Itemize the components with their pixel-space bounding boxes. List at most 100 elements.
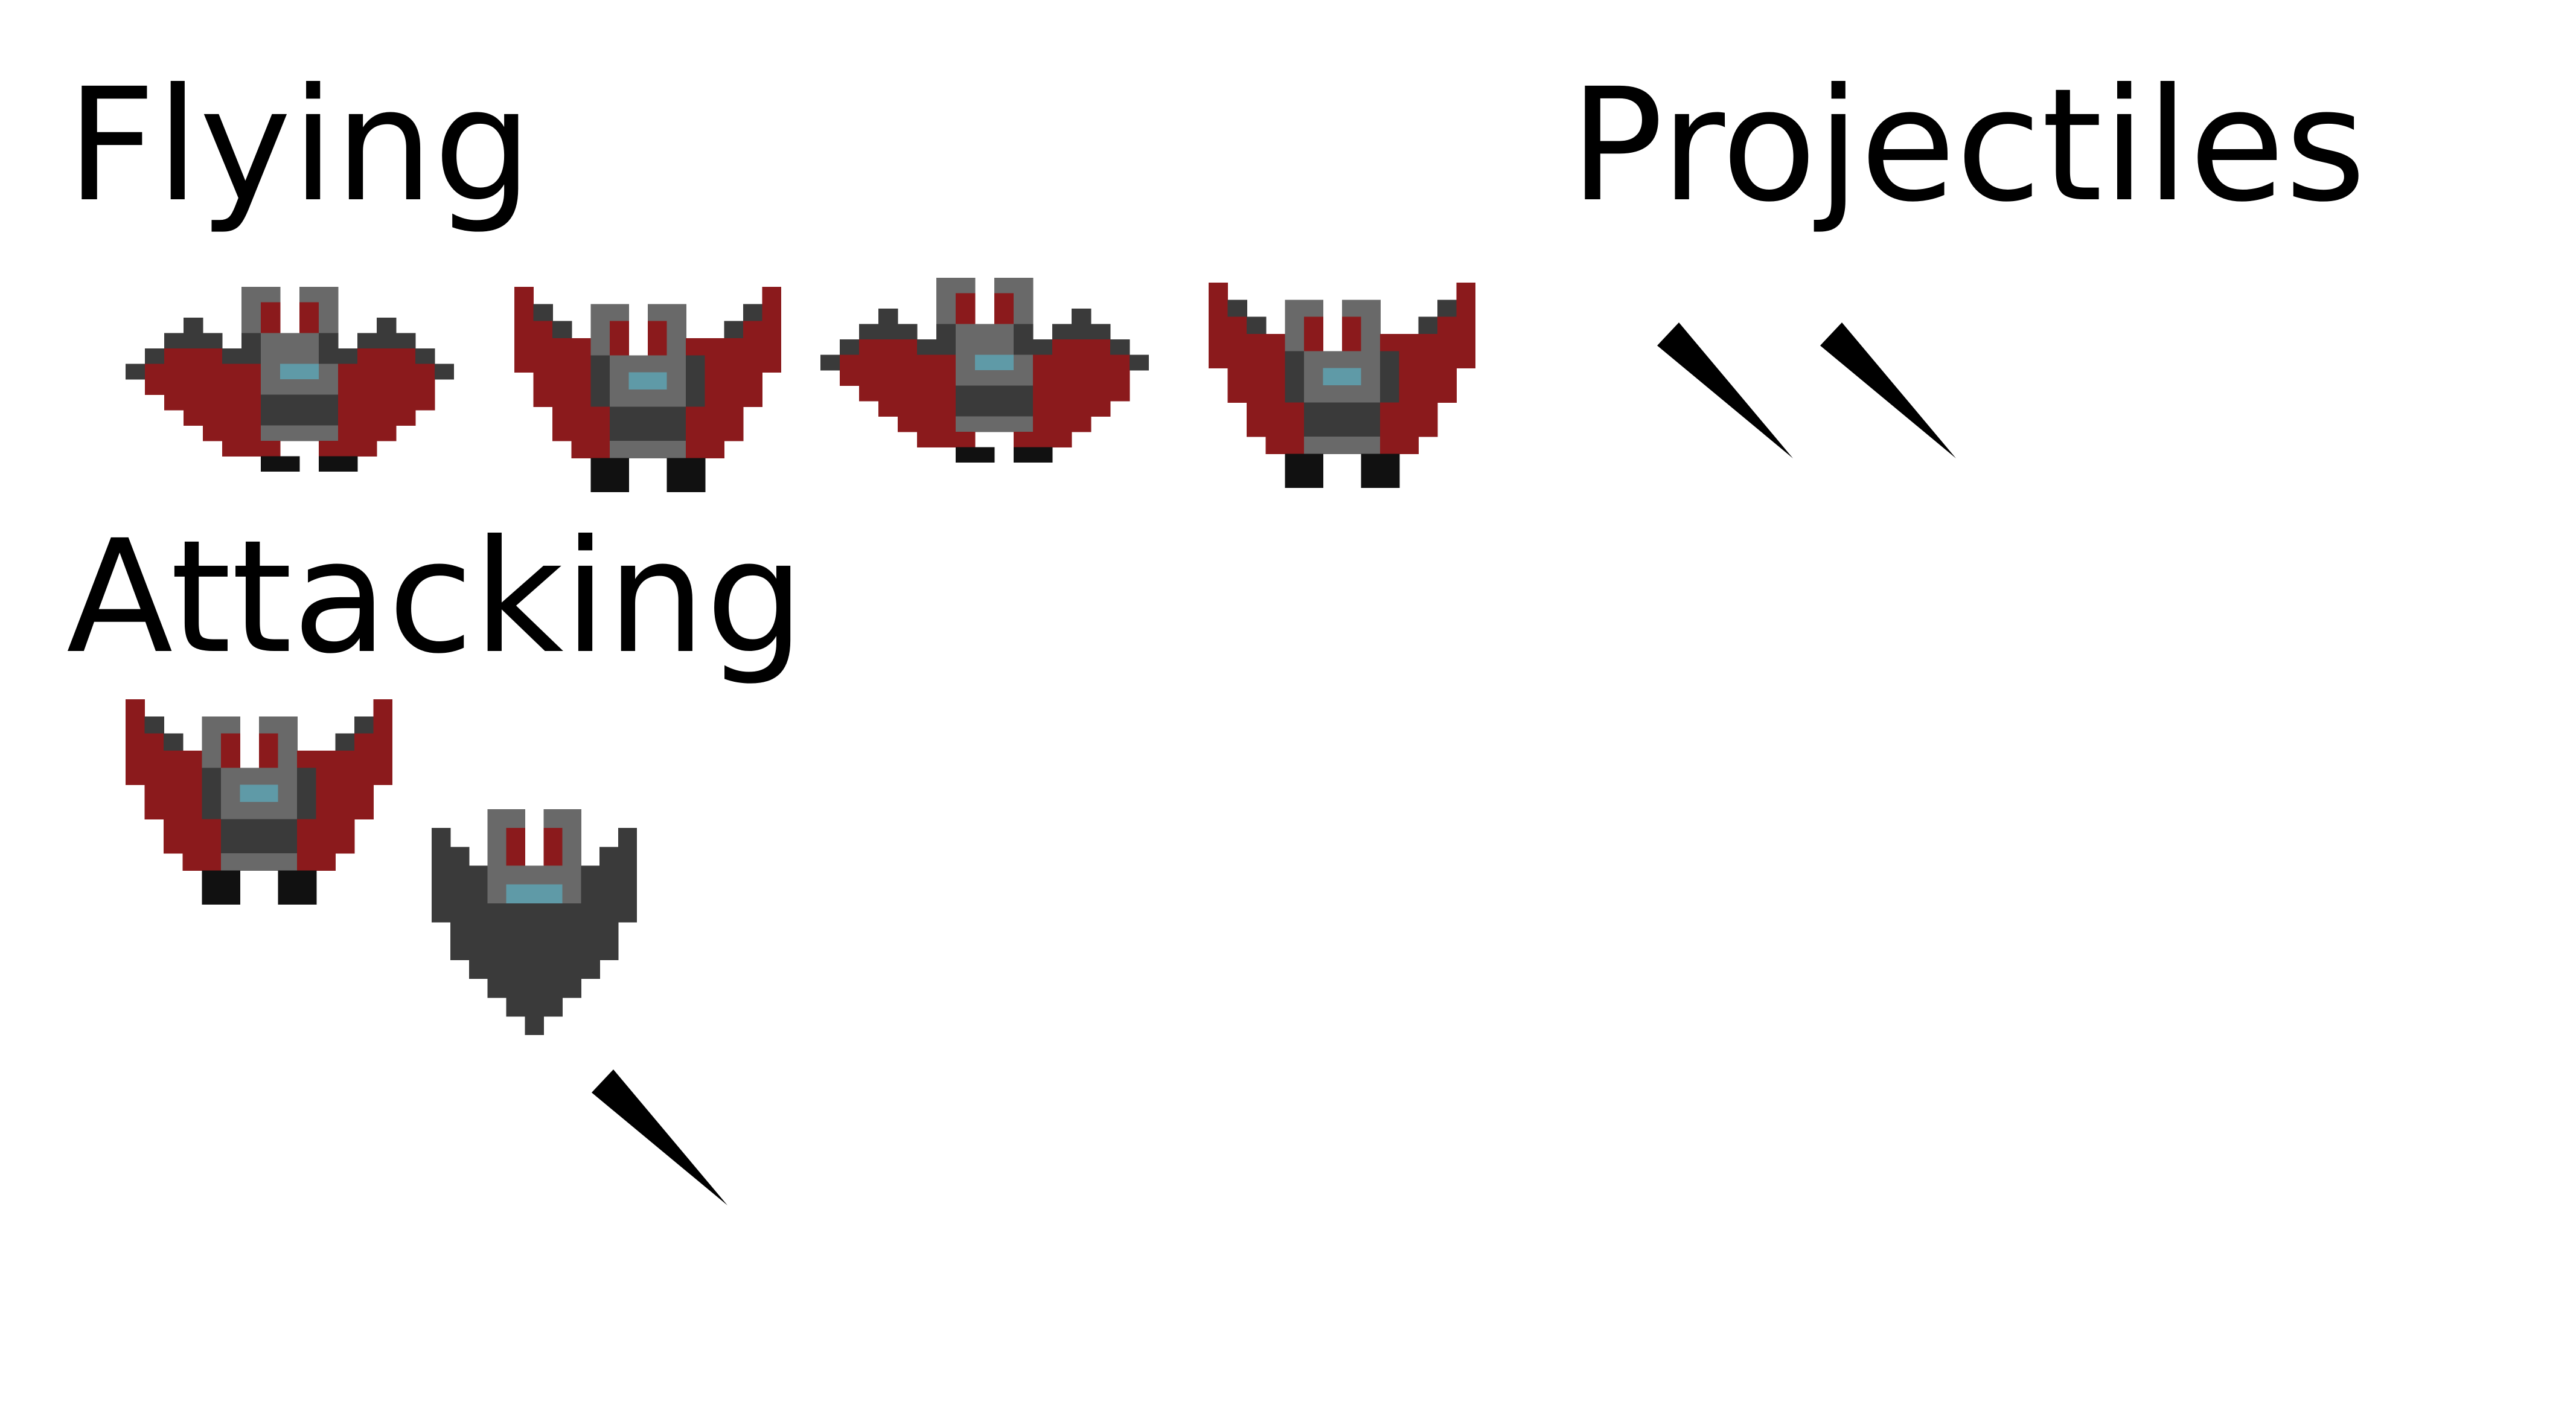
sprite-pixel xyxy=(666,475,686,492)
sprite-pixel xyxy=(335,836,355,854)
sprite-pixel xyxy=(468,922,488,941)
sprite-pixel xyxy=(299,425,319,441)
sprite-pixel xyxy=(335,784,355,803)
bat-attacking-frame-1 xyxy=(126,699,392,905)
sprite-pixel xyxy=(1323,368,1343,386)
sprite-pixel xyxy=(220,768,241,786)
sprite-pixel xyxy=(994,293,1014,309)
sprite-pixel xyxy=(450,903,470,923)
sprite-pixel xyxy=(1380,454,1400,472)
sprite-pixel xyxy=(743,355,763,373)
sprite-pixel xyxy=(762,304,781,322)
sprite-pixel xyxy=(705,423,724,441)
sprite-pixel xyxy=(525,922,545,941)
sprite-pixel xyxy=(220,870,241,888)
sprite-pixel xyxy=(487,865,507,885)
sprite-pixel xyxy=(724,389,744,407)
sprite-pixel xyxy=(1091,370,1111,386)
sprite-pixel xyxy=(609,304,630,322)
sprite-pixel xyxy=(261,287,281,303)
sprite-pixel xyxy=(316,836,336,854)
sprite-pixel xyxy=(898,370,918,386)
sprite-pixel xyxy=(222,394,242,411)
sprite-pixel xyxy=(319,410,339,426)
sprite-pixel xyxy=(581,884,600,904)
sprite-pixel xyxy=(1227,385,1247,403)
sprite-pixel xyxy=(1072,370,1091,386)
sprite-pixel xyxy=(144,733,164,751)
sprite-pixel xyxy=(1437,316,1457,335)
sprite-pixel xyxy=(590,389,610,407)
sprite-pixel xyxy=(316,853,336,871)
sprite-pixel xyxy=(182,853,202,871)
sprite-pixel xyxy=(1418,385,1438,403)
sprite-pixel xyxy=(335,733,355,751)
sprite-pixel xyxy=(1285,470,1305,488)
sprite-pixel xyxy=(666,458,686,476)
sprite-pixel xyxy=(562,922,581,941)
sprite-pixel xyxy=(1052,385,1072,402)
sprite-pixel xyxy=(240,853,260,871)
sprite-pixel xyxy=(164,768,184,786)
sprite-pixel xyxy=(450,847,470,867)
sprite-pixel xyxy=(1303,300,1324,318)
sprite-pixel xyxy=(956,401,976,417)
sprite-pixel xyxy=(599,922,619,941)
sprite-pixel xyxy=(1303,368,1324,386)
sprite-pixel xyxy=(628,423,648,441)
sprite-pixel xyxy=(202,836,222,854)
sprite-pixel xyxy=(202,819,222,837)
sprite-pixel xyxy=(743,321,763,339)
sprite-pixel xyxy=(299,333,319,349)
sprite-pixel xyxy=(259,768,279,786)
bat-flying-frame-1 xyxy=(126,287,454,472)
sprite-pixel xyxy=(182,784,202,803)
sprite-pixel xyxy=(1323,419,1343,437)
sprite-pixel xyxy=(917,432,937,448)
sprite-pixel xyxy=(1456,334,1475,351)
sprite-pixel xyxy=(357,425,377,441)
sprite-pixel xyxy=(525,978,545,998)
sprite-pixel xyxy=(1361,437,1381,454)
sprite-pixel xyxy=(164,751,184,768)
sprite-pixel xyxy=(1110,385,1130,402)
sprite-pixel xyxy=(220,716,241,734)
sprite-pixel xyxy=(145,364,165,380)
sprite-pixel xyxy=(1342,437,1362,454)
sprite-pixel xyxy=(373,699,392,717)
sprite-pixel xyxy=(1380,402,1400,420)
sprite-pixel xyxy=(377,348,397,365)
sprite-pixel xyxy=(1014,385,1034,402)
sprite-pixel xyxy=(840,339,860,356)
sprite-pixel xyxy=(1227,351,1247,369)
sprite-pixel xyxy=(280,379,300,396)
sprite-pixel xyxy=(1361,385,1381,403)
sprite-pixel xyxy=(1110,354,1130,371)
sprite-pixel xyxy=(357,333,377,349)
sprite-pixel xyxy=(144,802,164,819)
sprite-pixel xyxy=(599,884,619,904)
sprite-pixel xyxy=(259,819,279,837)
sprite-pixel xyxy=(533,338,553,356)
sprite-pixel xyxy=(1052,416,1072,432)
sprite-pixel xyxy=(956,293,976,309)
bat-flying-frame-4 xyxy=(1209,283,1475,488)
sprite-pixel xyxy=(357,364,377,380)
sprite-pixel xyxy=(543,997,563,1017)
sprite-pixel xyxy=(338,394,358,411)
sprite-pixel xyxy=(1342,402,1362,420)
sprite-pixel xyxy=(543,922,563,941)
sprite-pixel xyxy=(1380,470,1400,488)
sprite-pixel xyxy=(1437,351,1457,369)
sprite-pixel xyxy=(1456,283,1475,300)
sprite-pixel xyxy=(648,304,668,322)
sprite-pixel xyxy=(525,903,545,923)
sprite-pixel xyxy=(144,751,164,768)
sprite-pixel xyxy=(1323,437,1343,454)
sprite-pixel xyxy=(686,475,706,492)
sprite-pixel xyxy=(618,903,637,923)
sprite-pixel xyxy=(1303,454,1324,472)
sprite-pixel xyxy=(373,751,392,768)
sprite-pixel xyxy=(552,321,572,339)
sprite-pixel xyxy=(357,379,377,396)
